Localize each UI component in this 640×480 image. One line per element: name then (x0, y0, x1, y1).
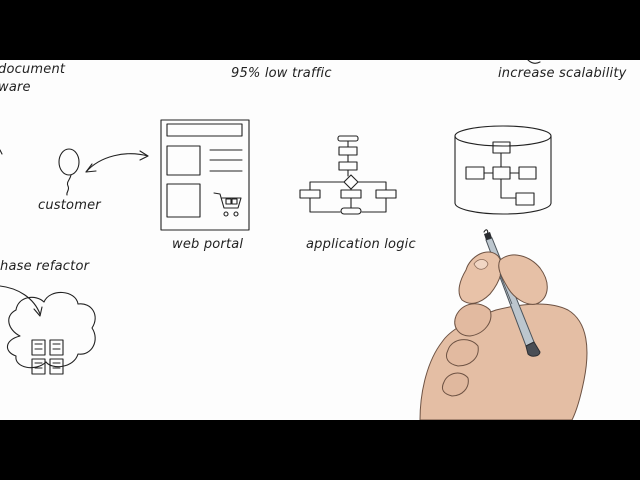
database-cylinder-icon (455, 126, 551, 214)
cloud-server-icon (7, 292, 95, 374)
whiteboard: document ware 95% low traffic increase s… (0, 60, 640, 420)
sketch-layer (0, 60, 640, 420)
web-page-icon (161, 120, 249, 230)
customer-figure-icon (59, 149, 79, 195)
partial-stroke (0, 150, 2, 154)
hand-with-marker-icon (420, 232, 587, 420)
double-arrow-icon (86, 151, 148, 172)
partial-stroke-top (528, 60, 540, 63)
shopping-cart-icon (214, 193, 241, 216)
flowchart-icon (300, 136, 396, 214)
